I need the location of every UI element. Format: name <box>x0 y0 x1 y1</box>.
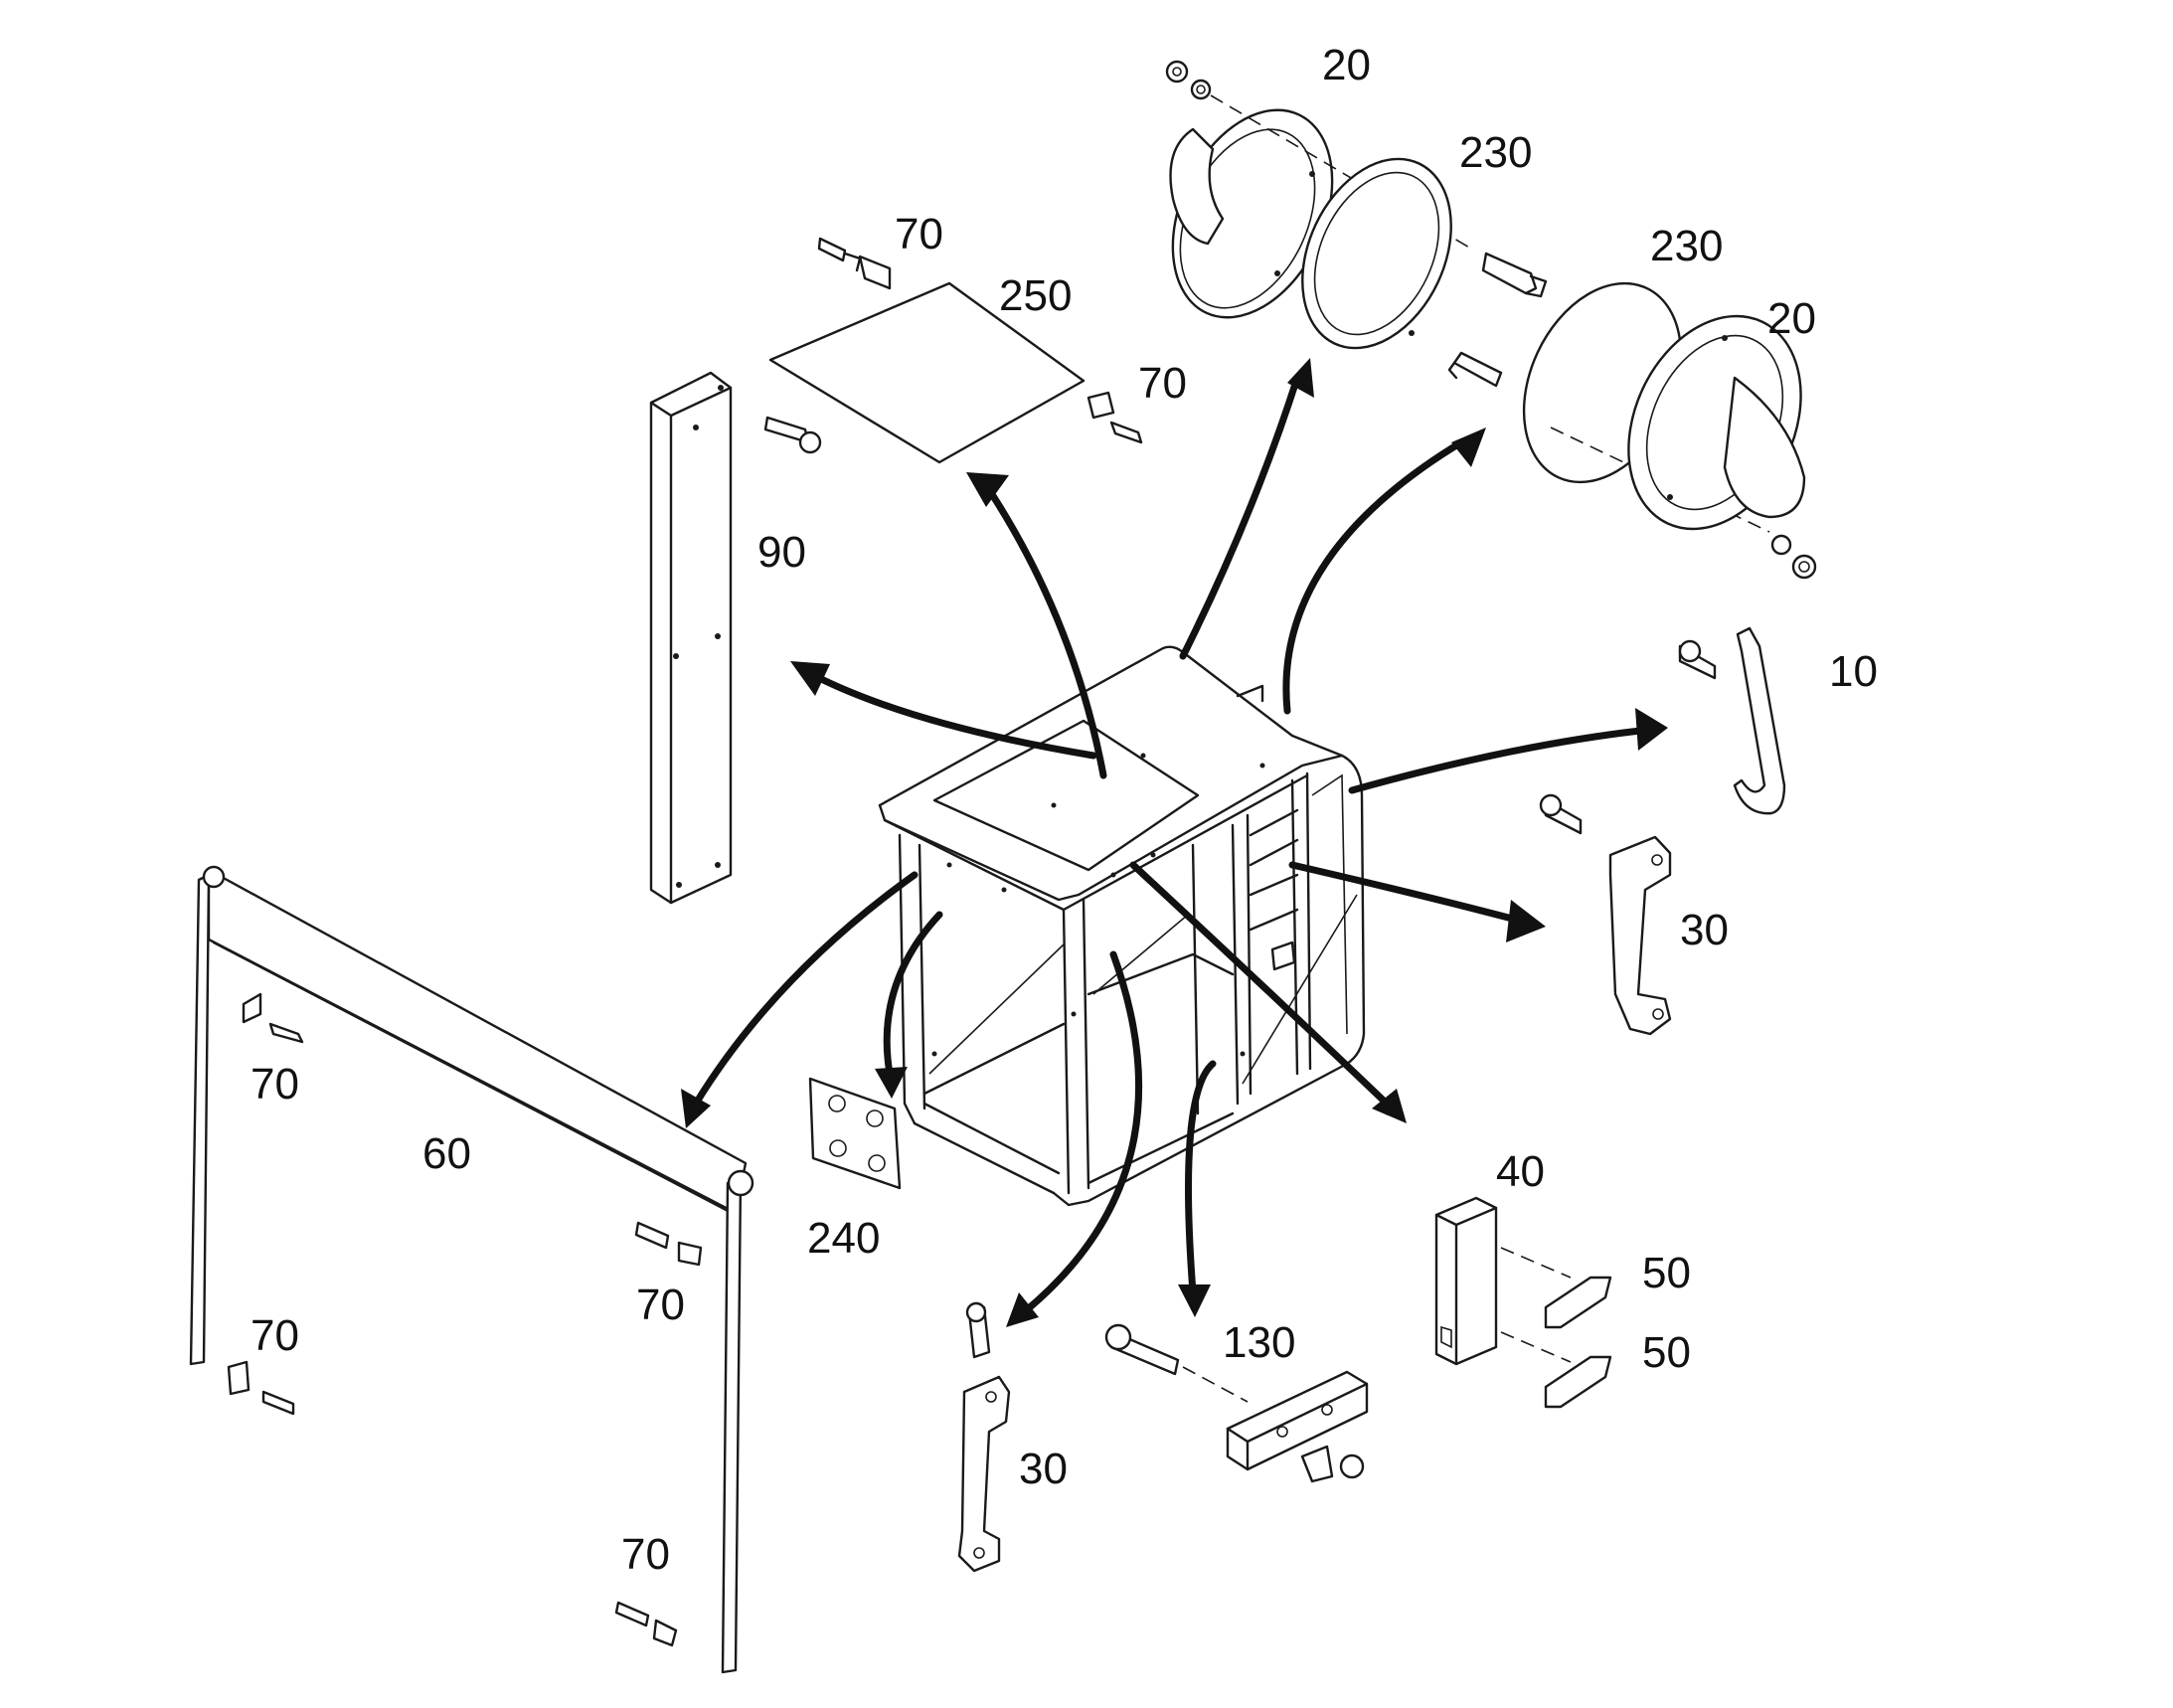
callout-30-bottom: 30 <box>1019 1445 1068 1493</box>
part-40-lamp <box>1434 1196 1572 1366</box>
callout-70-f: 70 <box>621 1530 670 1579</box>
part-30-handle-bottom <box>957 1301 1011 1573</box>
callout-90: 90 <box>757 528 806 577</box>
callout-230-top: 230 <box>1459 128 1532 177</box>
part-60-blind <box>189 865 754 1674</box>
callout-60: 60 <box>422 1129 471 1178</box>
callout-70-b: 70 <box>1138 359 1187 408</box>
part-90-cover <box>649 371 822 905</box>
part-20-speaker-top <box>1165 60 1472 319</box>
cab-frame <box>878 645 1366 1207</box>
part-20-speaker-right <box>1627 314 1817 580</box>
callout-130: 130 <box>1223 1318 1295 1367</box>
callout-230-right: 230 <box>1650 222 1723 270</box>
part-10-hook <box>1678 626 1786 815</box>
callout-70-e: 70 <box>251 1311 299 1360</box>
part-240-plate <box>808 1077 902 1190</box>
part-230-ring-top <box>1301 157 1548 350</box>
callout-50-a: 50 <box>1642 1249 1691 1297</box>
callout-240: 240 <box>807 1214 880 1263</box>
callout-50-b: 50 <box>1642 1328 1691 1377</box>
callout-20-right: 20 <box>1767 294 1816 343</box>
leader-arrows <box>681 358 1668 1327</box>
callout-70-d: 70 <box>636 1281 685 1329</box>
part-250-panel <box>768 237 1143 464</box>
callout-30-right: 30 <box>1680 906 1729 954</box>
callout-20-top: 20 <box>1322 41 1371 89</box>
part-30-handle-right <box>1539 793 1672 1036</box>
part-130-bracket <box>1104 1323 1369 1483</box>
part-50-bulbs <box>1544 1276 1612 1409</box>
callout-10: 10 <box>1829 647 1878 696</box>
callout-250: 250 <box>999 271 1072 320</box>
callout-40: 40 <box>1496 1147 1545 1196</box>
callout-70-a: 70 <box>895 210 943 258</box>
callout-labels: 20 230 230 20 70 250 70 90 10 30 70 60 4… <box>251 41 1878 1579</box>
callout-70-c: 70 <box>251 1060 299 1109</box>
